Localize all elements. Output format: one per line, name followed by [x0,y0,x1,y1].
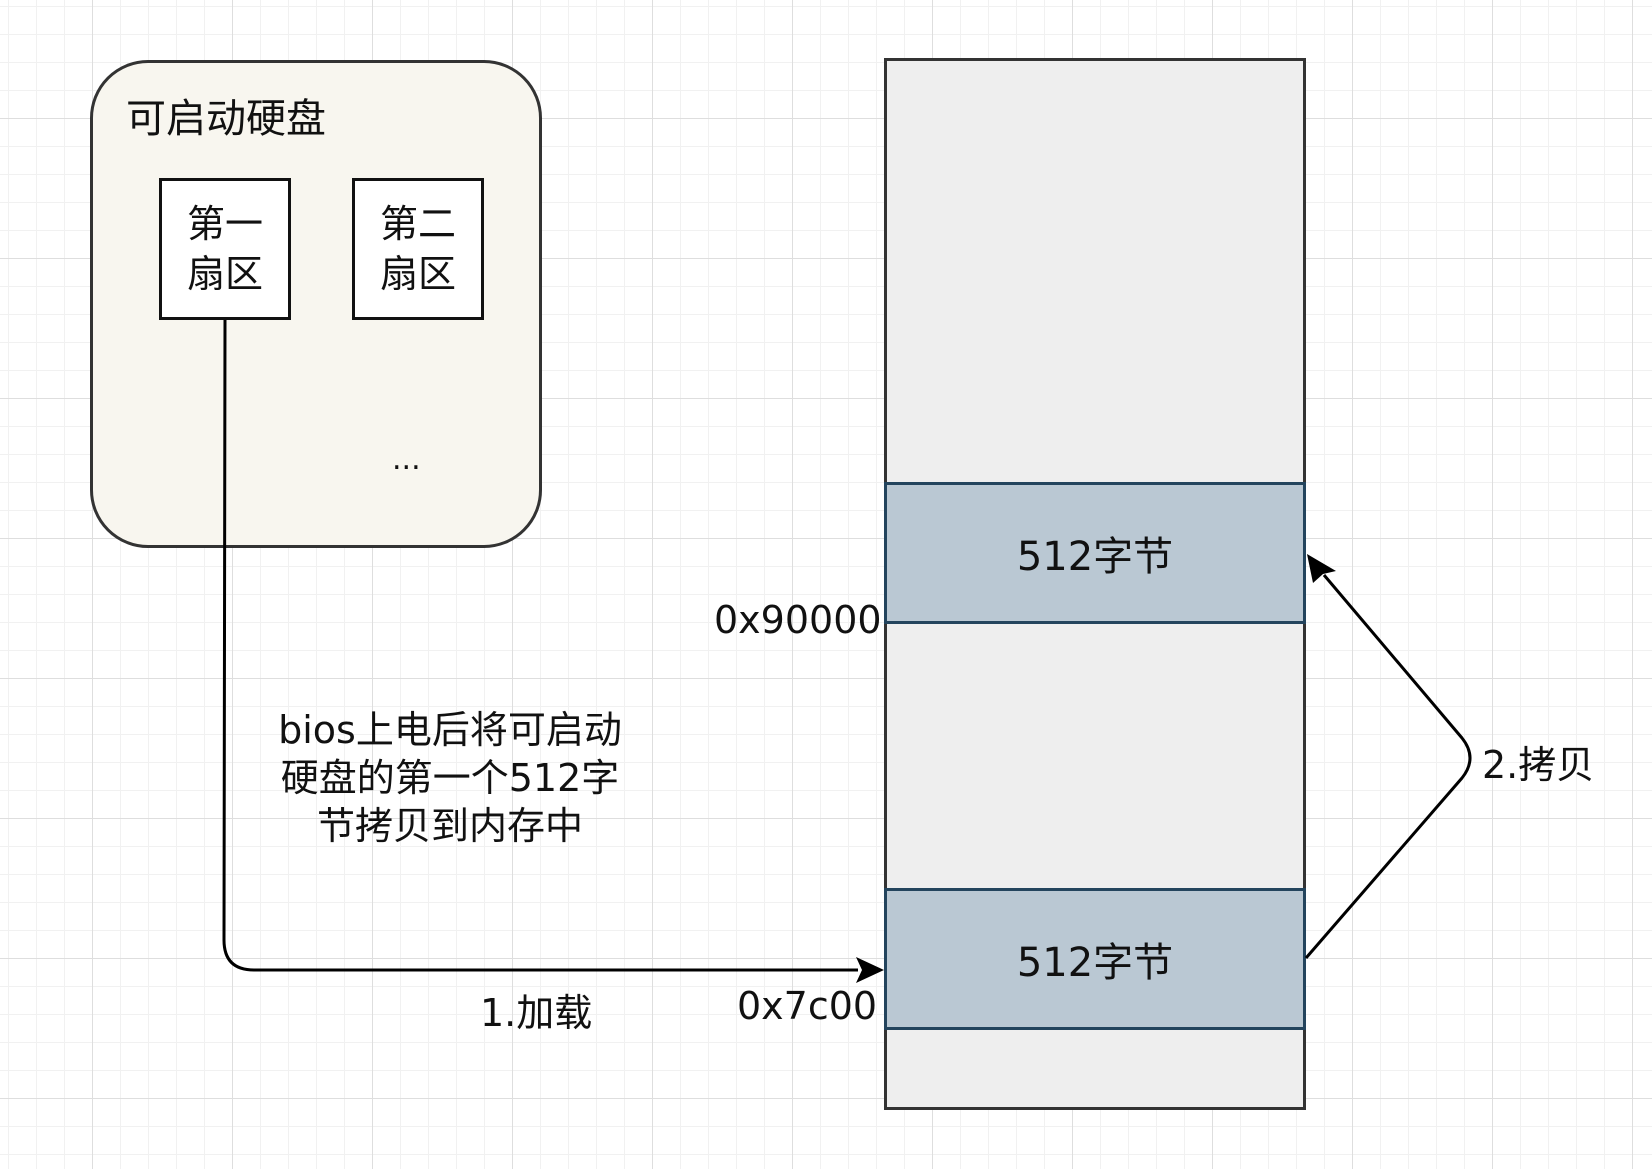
step1-load-label: 1.加载 [480,991,593,1035]
second-sector-label-line2: 扇区 [379,252,456,296]
description-text: bios上电后将可启动 硬盘的第一个512字 节拷贝到内存中 [240,706,660,850]
first-sector-label-line1: 第一 [186,202,263,246]
description-line-3: 节拷贝到内存中 [316,804,583,848]
load-arrow-line [222,319,858,972]
description-line-1: bios上电后将可启动 [278,708,622,752]
copy-arrow-line [1304,574,1472,959]
memory-block-upper-label: 512字节 [1016,534,1174,580]
address-label-upper: 0x90000 [714,598,882,642]
address-label-lower: 0x7c00 [737,984,878,1028]
copy-arrow-head [1307,554,1336,583]
memory-block-upper[interactable]: 512字节 [884,482,1306,624]
more-sectors-ellipsis: ... [392,442,421,477]
memory-block-lower-label: 512字节 [1016,940,1174,986]
second-sector-box[interactable]: 第二 扇区 [352,178,484,320]
disk-title: 可启动硬盘 [126,96,326,142]
first-sector-label-line2: 扇区 [186,252,263,296]
step2-copy-label: 2.拷贝 [1482,743,1595,787]
first-sector-box[interactable]: 第一 扇区 [159,178,291,320]
load-arrow-head [856,957,884,983]
second-sector-label-line1: 第二 [379,202,456,246]
description-line-2: 硬盘的第一个512字 [280,756,620,800]
memory-block-lower[interactable]: 512字节 [884,888,1306,1030]
